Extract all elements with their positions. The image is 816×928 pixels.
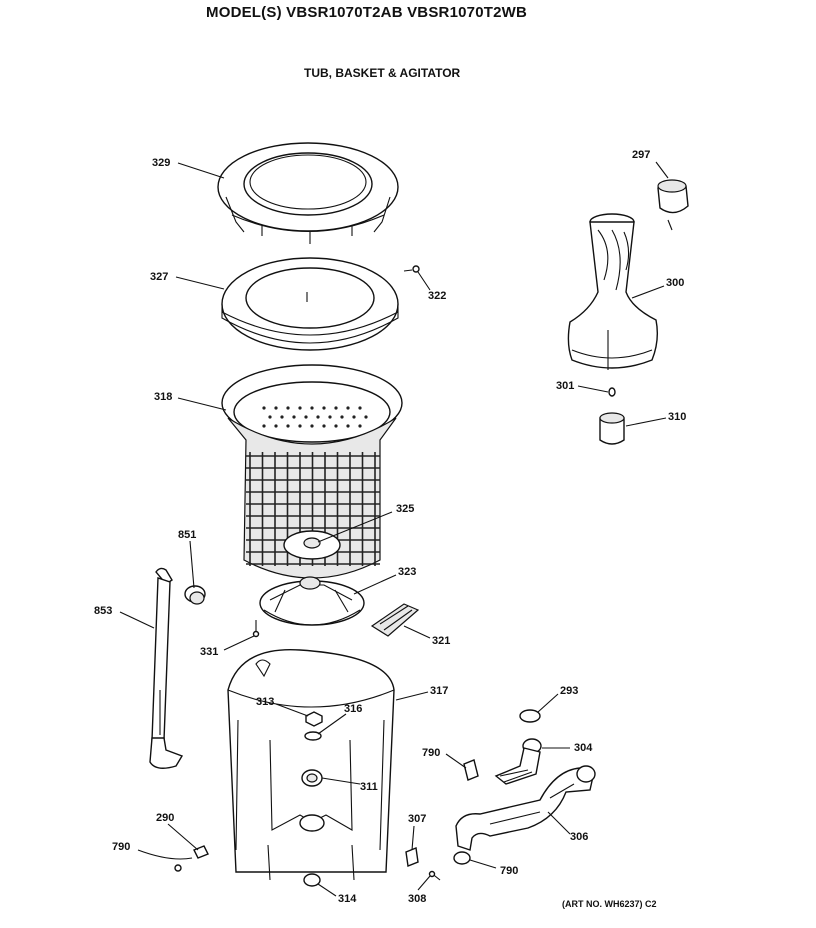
part-number-308: 308 xyxy=(408,893,426,905)
page-title: MODEL(S) VBSR1070T2AB VBSR1070T2WB xyxy=(206,4,528,21)
gasket-drawing xyxy=(303,873,321,887)
part-labels: 329 327 322 318 325 323 321 331 851 853 … xyxy=(94,149,686,905)
basket-hole xyxy=(316,415,320,419)
drain-hose-drawing xyxy=(455,765,596,851)
art-number: (ART NO. WH6237) C2 xyxy=(562,899,657,909)
part-number-301: 301 xyxy=(556,380,574,392)
part-number-331: 331 xyxy=(200,646,218,658)
seal-drawing xyxy=(301,769,323,787)
basket-hole xyxy=(358,424,362,428)
part-number-316: 316 xyxy=(344,703,362,715)
basket-hole xyxy=(262,424,266,428)
part-number-851: 851 xyxy=(178,529,196,541)
part-number-790-wire: 790 xyxy=(112,841,130,853)
part-number-327: 327 xyxy=(150,271,168,283)
basket-hole xyxy=(310,406,314,410)
part-number-314: 314 xyxy=(338,893,357,905)
part-number-321: 321 xyxy=(432,635,450,647)
basket-hole xyxy=(286,406,290,410)
part-number-311: 311 xyxy=(360,781,378,793)
clip-drawing xyxy=(370,603,420,637)
basket-hole xyxy=(322,424,326,428)
basket-hole xyxy=(340,415,344,419)
basket-hole xyxy=(328,415,332,419)
basket-drawing xyxy=(221,364,403,579)
part-number-790-hose: 790 xyxy=(422,747,440,759)
basket-hole xyxy=(358,406,362,410)
part-number-313: 313 xyxy=(256,696,274,708)
part-number-318: 318 xyxy=(154,391,172,403)
basket-hole xyxy=(268,415,272,419)
part-number-300: 300 xyxy=(666,277,684,289)
basket-hole xyxy=(310,424,314,428)
basket-hole xyxy=(304,415,308,419)
basket-hole xyxy=(274,406,278,410)
part-number-297: 297 xyxy=(632,149,650,161)
bracket-307-drawing xyxy=(405,847,441,881)
part-number-322: 322 xyxy=(428,290,446,302)
outer-tub-drawing xyxy=(227,648,395,881)
basket-hole xyxy=(334,424,338,428)
balance-ring-drawing xyxy=(221,257,399,351)
basket-hole xyxy=(346,424,350,428)
tub-cover-ring-drawing xyxy=(217,142,399,244)
basket-hole xyxy=(346,406,350,410)
hose-853-drawing xyxy=(149,567,184,769)
part-number-293: 293 xyxy=(560,685,578,697)
basket-hole xyxy=(280,415,284,419)
basket-hole xyxy=(298,406,302,410)
screw-322-drawing xyxy=(403,265,420,273)
hose-304-drawing xyxy=(494,709,542,785)
part-number-306: 306 xyxy=(570,831,588,843)
part-number-310: 310 xyxy=(668,411,686,423)
part-number-325: 325 xyxy=(396,503,414,515)
screw-331-drawing xyxy=(252,620,260,638)
part-number-323: 323 xyxy=(398,566,416,578)
clamp-851-drawing xyxy=(184,585,206,605)
basket-hole xyxy=(364,415,368,419)
bolt-coupling-drawing xyxy=(599,387,625,445)
part-number-290: 290 xyxy=(156,812,174,824)
part-number-307: 307 xyxy=(408,813,426,825)
part-number-790-drain: 790 xyxy=(500,865,518,877)
basket-hole xyxy=(292,415,296,419)
agitator-cap-drawing xyxy=(657,179,689,214)
basket-hole xyxy=(334,406,338,410)
part-number-853: 853 xyxy=(94,605,112,617)
leader-lines xyxy=(119,161,673,897)
basket-hole xyxy=(298,424,302,428)
hub-drawing xyxy=(259,576,365,626)
part-number-317: 317 xyxy=(430,685,448,697)
section-title: TUB, BASKET & AGITATOR xyxy=(304,66,461,80)
basket-hole xyxy=(286,424,290,428)
nut-washer-drawing xyxy=(304,711,323,741)
basket-hole xyxy=(322,406,326,410)
clamp-790-drawing xyxy=(453,759,479,865)
basket-hole xyxy=(352,415,356,419)
basket-hole xyxy=(262,406,266,410)
part-number-329: 329 xyxy=(152,157,170,169)
basket-hole xyxy=(274,424,278,428)
agitator-drawing xyxy=(567,213,659,370)
part-number-304: 304 xyxy=(574,742,593,754)
